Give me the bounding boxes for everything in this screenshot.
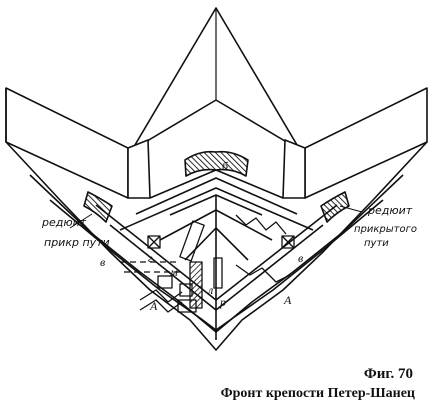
inner-buildings (120, 220, 295, 313)
letter-b: б (222, 159, 229, 173)
letter-l: л (207, 283, 213, 297)
letter-v-left: в (100, 255, 105, 269)
figure-number: Фиг. 70 (363, 366, 413, 382)
label-covered-way-right-2: пути (364, 238, 389, 249)
left-bastion (5, 87, 151, 199)
gate-passage (184, 150, 249, 177)
figure-title: Фронт крепости Петер-Шанец (220, 386, 415, 401)
label-covered-way-left: прикр пути (44, 236, 110, 249)
traverses (139, 214, 291, 313)
redoubt-hatch-right (320, 191, 350, 223)
letter-a-left: А (149, 299, 158, 313)
letter-r: р (219, 295, 226, 309)
label-covered-way-right-1: прикрытого (354, 224, 417, 235)
label-redoubt-right: редюит (367, 204, 413, 217)
ravelin (119, 169, 314, 340)
letter-v-right: в (298, 251, 303, 265)
redoubt-hatch-left (83, 191, 113, 223)
letter-a-right: А (283, 293, 292, 307)
central-bastion (131, 7, 301, 151)
label-redoubt-left: редюит (41, 216, 87, 229)
letter-m: м (169, 265, 178, 279)
right-bastion (282, 87, 428, 199)
letter-g: г (148, 251, 153, 265)
